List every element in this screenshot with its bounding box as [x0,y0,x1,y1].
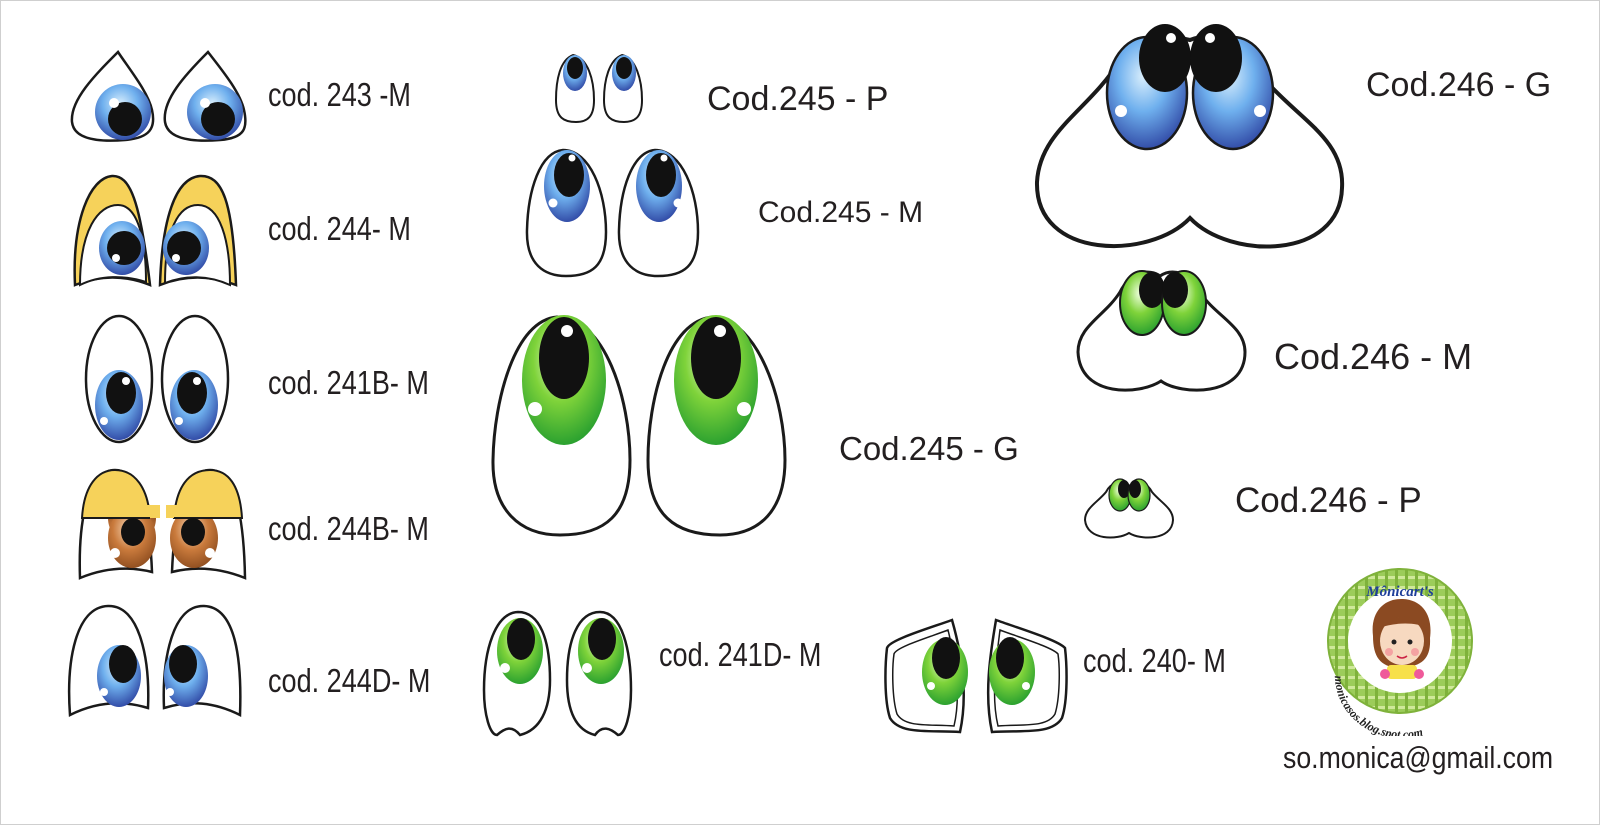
label-244d-m: cod. 244D- M [268,662,431,699]
eyes-245-g [491,315,787,537]
eyes-245-m [525,148,700,278]
label-246-p: Cod.246 - P [1235,481,1422,520]
label-244b-m: cod. 244B- M [268,510,429,547]
eyes-244-m [73,174,238,287]
label-246-m: Cod.246 - M [1274,336,1473,377]
label-241d-m: cod. 241D- M [659,636,822,673]
eyes-240-m [884,618,1068,734]
contact-email: so.monica@gmail.com [1283,740,1554,775]
logo-brand-text: Mônicart's [1365,584,1434,600]
label-246-g: Cod.246 - G [1366,66,1552,104]
eyes-241b-m [84,314,230,444]
eyes-246-g [1034,24,1345,249]
eyes-246-m [1076,270,1247,392]
label-243-m: cod. 243 -M [268,76,411,113]
label-240-m: cod. 240- M [1083,642,1226,679]
label-241b-m: cod. 241B- M [268,364,429,401]
eyes-246-p [1083,478,1175,539]
label-245-p: Cod.245 - P [707,80,889,118]
eyes-241d-m [482,610,633,737]
eyes-243-m [70,50,247,142]
label-244-m: cod. 244- M [268,210,411,247]
eyes-245-p [554,53,644,124]
monicarts-logo: Mônicart's monicasos.blog.spot.com [1327,568,1473,736]
eyes-244b-m [78,468,247,580]
label-245-m: Cod.245 - M [758,196,924,229]
label-245-g: Cod.245 - G [839,430,1019,467]
eyes-244d-m [67,604,242,717]
